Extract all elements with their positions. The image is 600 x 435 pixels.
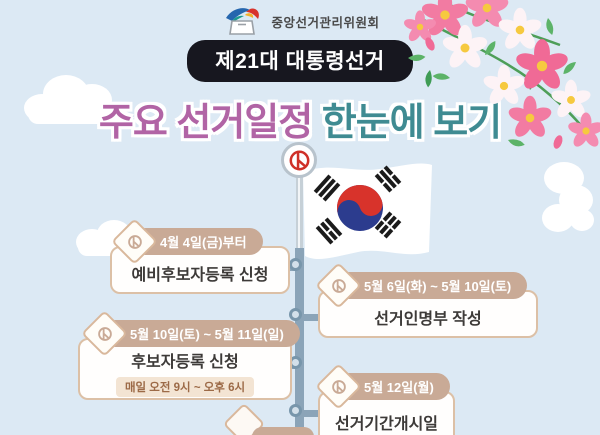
nec-ballot-box-logo-icon	[226, 8, 260, 35]
page-title: 주요 선거일정 한눈에 보기	[98, 91, 502, 146]
card-date-header: 5월 10일(토) ~ 5월 11일(일)	[81, 310, 300, 357]
nec-logo-row: 중앙선거관리위원회	[220, 6, 379, 36]
card-date: 5월 12일(월)	[364, 380, 434, 395]
election-badge: 제21대 대통령선거	[187, 40, 413, 82]
timeline-node	[289, 258, 302, 271]
card-date-header: 4월 4일(금)부터	[111, 218, 263, 265]
cloud-decoration	[24, 75, 120, 124]
card-title: 후보자등록 신청	[131, 353, 239, 371]
card-title: 예비후보자등록 신청	[131, 267, 269, 284]
title-part-2: 한눈에 보기	[321, 102, 502, 144]
ballot-stamp-emblem-icon	[281, 142, 317, 178]
title-part-1: 주요 선거일정	[98, 102, 313, 144]
ballot-stamp-icon	[315, 262, 362, 309]
timeline-card-election-period-start: 5월 12일(월) 선거기간개시일	[315, 363, 455, 435]
card-date: 4월 4일(금)부터	[160, 235, 247, 250]
card-title: 선거인명부 작성	[374, 311, 482, 328]
korean-flag	[303, 163, 432, 259]
ballot-stamp-icon	[81, 310, 128, 357]
timeline-card-candidate-registration: 5월 10일(토) ~ 5월 11일(일) 후보자등록 신청 매일 오전 9시 …	[78, 310, 300, 400]
flagpole	[296, 172, 303, 256]
timeline-card-voter-roll: 5월 6일(화) ~ 5월 10일(토) 선거인명부 작성	[315, 262, 538, 338]
card-date: 5월 10일(토) ~ 5월 11일(일)	[130, 327, 284, 342]
card-date-header: 5월 6일(화) ~ 5월 10일(토)	[315, 262, 528, 309]
ballot-stamp-icon	[111, 218, 158, 265]
card-note-badge: 매일 오전 9시 ~ 오후 6시	[115, 376, 255, 397]
timeline-node	[289, 308, 302, 321]
mugunghwa-flower-garland	[402, 0, 600, 151]
card-date: 5월 6일(화) ~ 5월 10일(토)	[364, 279, 512, 294]
card-date-header: 5월 12일(월)	[315, 363, 450, 410]
poster-header: 중앙선거관리위원회 제21대 대통령선거 주요 선거일정 한눈에 보기	[0, 6, 600, 146]
timeline-node	[289, 404, 302, 417]
ballot-stamp-icon	[315, 363, 362, 410]
timeline-connector	[297, 314, 323, 321]
partial-next-card-header	[252, 427, 314, 435]
timeline-pole	[295, 248, 304, 435]
org-name: 중앙선거관리위원회	[271, 15, 380, 30]
timeline-card-preliminary-registration: 4월 4일(금)부터 예비후보자등록 신청	[110, 218, 290, 294]
card-title: 선거기간개시일	[334, 415, 439, 433]
cloud-decoration	[542, 162, 594, 232]
timeline-connector	[297, 410, 323, 417]
